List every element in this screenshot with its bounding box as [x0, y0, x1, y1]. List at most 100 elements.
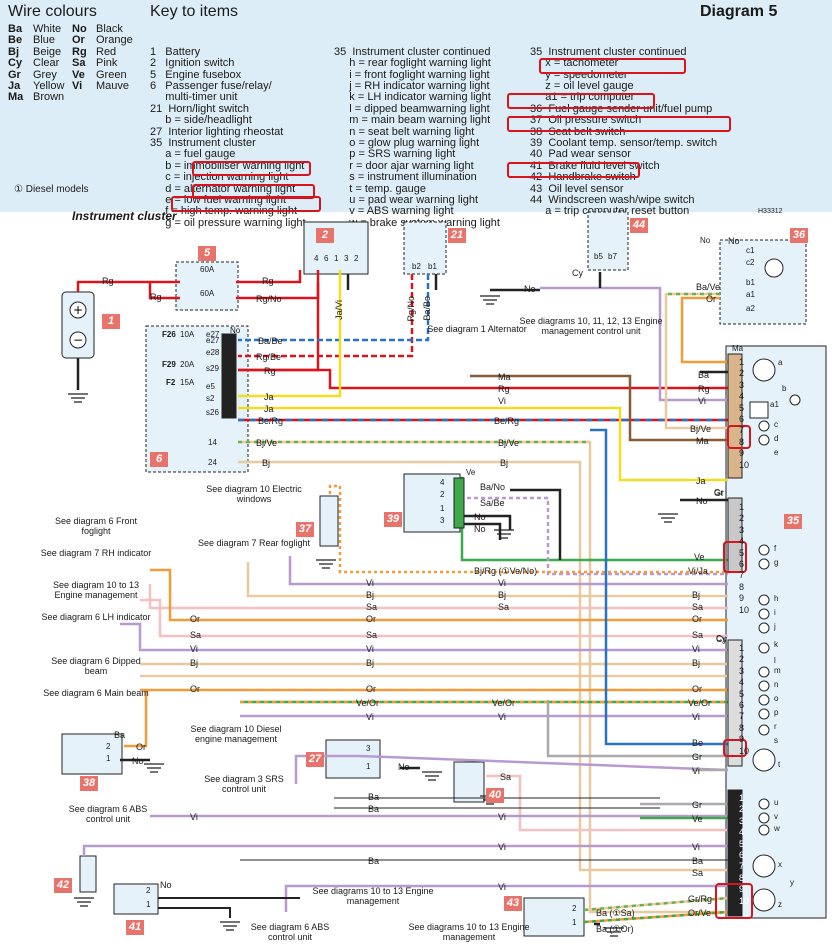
wire-label: Vi — [190, 644, 198, 654]
wire-label: Sa — [500, 772, 512, 782]
wire-label: Ve/Or — [688, 698, 712, 708]
fuse-f26-rating: 10A — [180, 330, 195, 339]
wire-label: Ba/Be — [258, 336, 283, 346]
wire-label: Or — [706, 294, 716, 304]
wire-label: Ja — [264, 392, 274, 402]
wire-label: Or — [190, 684, 200, 694]
wire-label: Bj — [498, 590, 507, 600]
highlight-39-coolant-sensor — [507, 116, 731, 132]
ref-ecu: See diagrams 10, 11, 12, 13 Engine manag… — [519, 316, 663, 336]
ref-engine-management: See diagram 10 to 13 Engine management — [52, 580, 140, 600]
wire-label: Ba — [368, 792, 380, 802]
component-letter-l: l — [774, 656, 776, 665]
item-21-badge: 21 — [448, 228, 466, 243]
component-letter-c: c — [774, 420, 778, 429]
wire-label: Vi — [498, 882, 506, 892]
wire-label: No — [474, 512, 486, 522]
item-2-badge: 2 — [316, 228, 334, 243]
wire-label: Vi — [692, 644, 700, 654]
item-37-badge: 37 — [296, 522, 314, 537]
highlight-37-oil-pressure-switch — [507, 93, 655, 109]
wire-label: Cy — [716, 634, 727, 644]
c41-pin: 2 — [146, 886, 151, 895]
highlight-g-oil-pressure — [171, 196, 321, 212]
ref-diesel: See diagram 10 Diesel engine management — [190, 724, 282, 744]
wire-label: Or — [190, 614, 200, 624]
wire-label: Bj — [262, 458, 271, 468]
pin-a1: a1 — [746, 290, 755, 299]
wire-label: Vi/Ja — [688, 566, 708, 576]
pin-s2: s2 — [206, 394, 215, 403]
c2-pin: 6 — [324, 254, 329, 263]
pin-c2: c2 — [746, 258, 755, 267]
wire-label: Rg — [264, 366, 276, 376]
fuse-f29-rating: 20A — [180, 360, 195, 369]
c39-top: Ve — [466, 468, 476, 477]
cluster-block-a-title: Ma — [732, 344, 744, 353]
wire-label: Gr — [692, 752, 702, 762]
cluster-panel — [725, 345, 827, 919]
fuse-f29: F29 — [162, 360, 176, 369]
item-42-badge: 42 — [54, 878, 72, 893]
wire-label: Or — [692, 684, 702, 694]
component-letter-a1: a1 — [770, 400, 779, 409]
fuse-f2-rating: 15A — [180, 378, 195, 387]
item-1-badge: 1 — [102, 314, 120, 329]
c39-pin: 1 — [440, 504, 445, 513]
ref-lh-indicator: See diagram 6 LH indicator — [41, 612, 151, 622]
wire-label: Ba — [368, 856, 380, 866]
component-letter-p: p — [774, 708, 779, 717]
wire-label: Vi — [692, 842, 700, 852]
wire-label: No — [132, 756, 144, 766]
svg-text:+: + — [73, 303, 83, 317]
wire-label: Be/Rg — [258, 416, 284, 426]
wire-label: Rg — [150, 292, 162, 302]
wire-label: Vi — [692, 712, 700, 722]
wire-label: Ve — [692, 814, 703, 824]
cluster-block-c-title: Cy — [716, 634, 726, 643]
fuse-60a-2: 60A — [200, 289, 215, 298]
wire-label: Ja/Vi — [334, 300, 344, 320]
wire-label: Ba/Ve — [696, 282, 721, 292]
wire-label: Ba — [698, 370, 710, 380]
wire-label: Sa — [366, 602, 378, 612]
component-43-box — [523, 897, 585, 937]
wire-label: No — [728, 236, 740, 246]
pin-b1: b1 — [428, 262, 437, 271]
component-44-box — [587, 211, 629, 271]
component-letter-d: d — [774, 434, 779, 443]
component-40-box — [453, 761, 485, 803]
item-40-badge: 40 — [486, 788, 504, 803]
item-43-badge: 43 — [504, 896, 522, 911]
wire-label: Vi — [366, 712, 374, 722]
component-letter-i: i — [774, 608, 776, 617]
pin-b1-36: b1 — [746, 278, 755, 287]
connector-14: 14 — [208, 438, 217, 447]
item-39-badge: 39 — [384, 512, 402, 527]
wire-label: Sa/Be — [480, 498, 505, 508]
wire-label: Vi — [498, 842, 506, 852]
component-letter-h: h — [774, 594, 779, 603]
wire-label: Ba/Be — [422, 296, 432, 321]
component-39-box — [403, 473, 461, 533]
ref-main-beam: See diagram 6 Main beam — [43, 688, 149, 698]
wire-rg-battery — [76, 280, 180, 292]
wire-label: Gr — [714, 488, 724, 498]
highlight-cluster-pin-9-10 — [715, 883, 753, 919]
wire-label: Bj/Rg (①Ve/No) — [474, 566, 538, 576]
wire-label: Ve/Or — [356, 698, 380, 708]
wire-label: Sa — [692, 630, 704, 640]
pin-s29: s29 — [206, 364, 219, 373]
wire-label: Be — [692, 738, 704, 748]
wire-label: No — [696, 496, 708, 506]
component-36-box — [719, 239, 807, 325]
ref-srs: See diagram 3 SRS control unit — [204, 774, 284, 794]
wire-label: Rg — [102, 276, 114, 286]
component-letter-g: g — [774, 558, 779, 567]
wire-label: Or — [136, 742, 146, 752]
